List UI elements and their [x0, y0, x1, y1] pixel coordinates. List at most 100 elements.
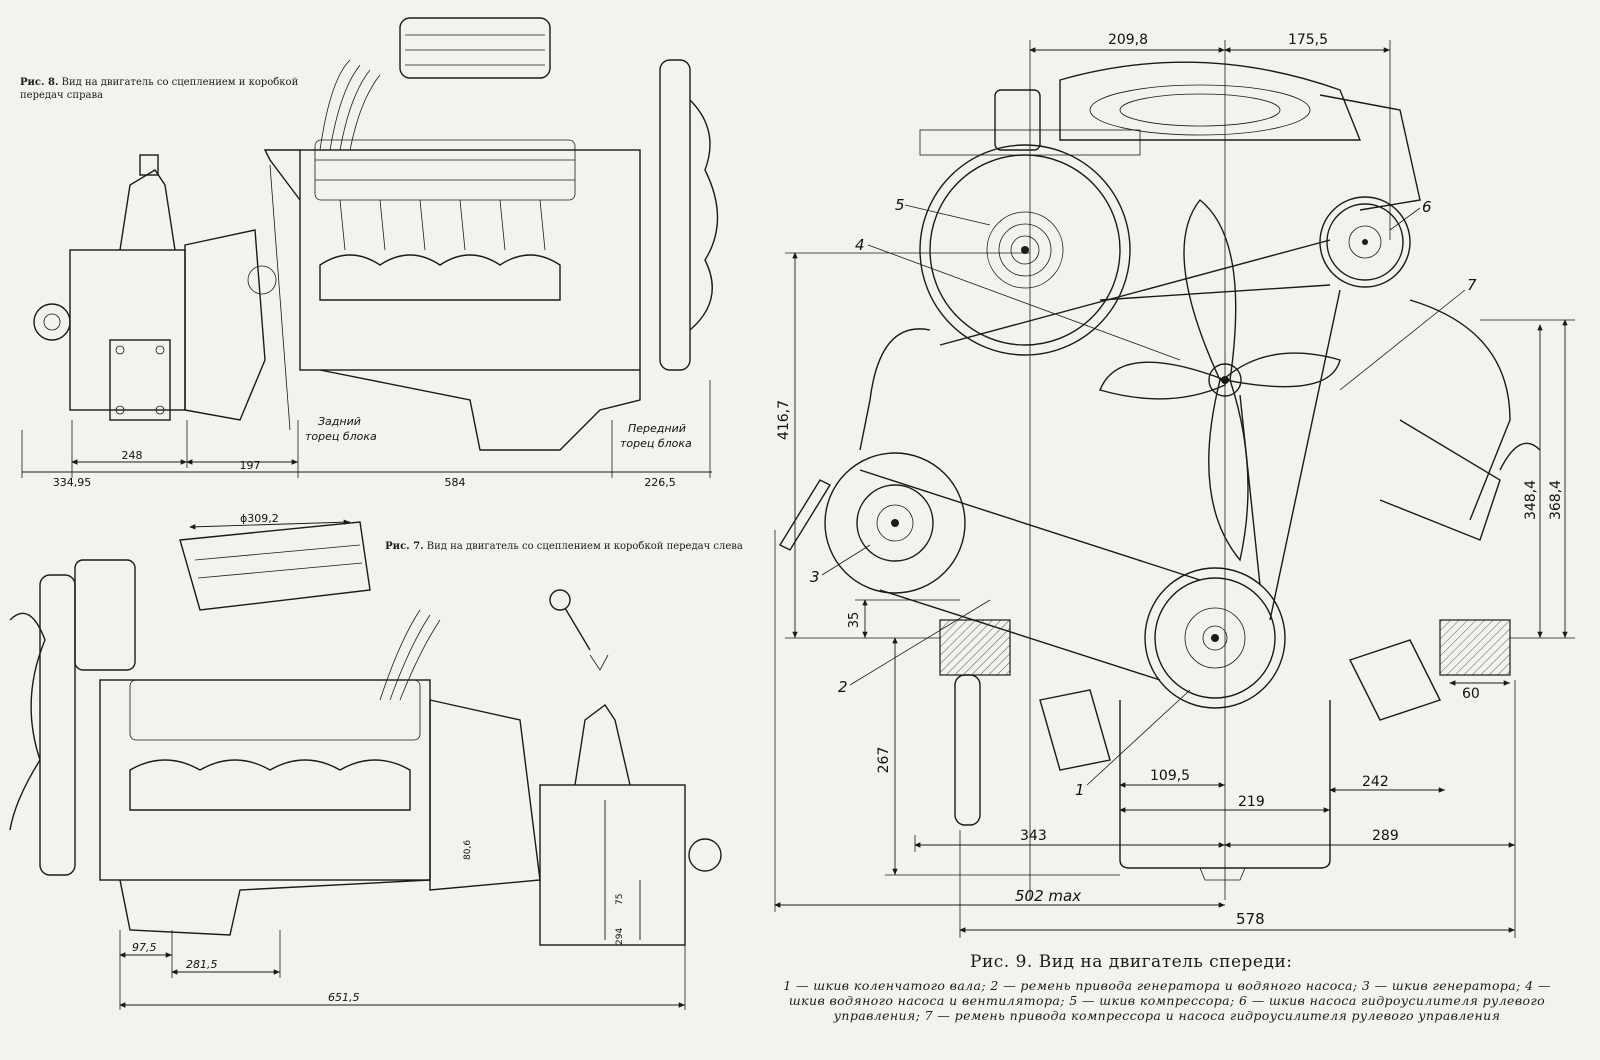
fig9-cylinder-head-right: [1409, 299, 1511, 521]
fig8-clutch-housing: [184, 229, 266, 421]
fig9-mount-left: [939, 619, 1011, 676]
fig8-caption: Рис. 8. Вид на двигатель со сцеплением и…: [20, 76, 310, 102]
fig8-fan-pulleys: [659, 59, 691, 371]
fig7-fan-pulleys: [39, 574, 76, 876]
fig7-engine-block: [99, 679, 431, 881]
fig7-dim-309: ϕ309,2: [240, 512, 279, 525]
fig7-dim-281: 281,5: [186, 958, 218, 971]
fig8-dim-584: 584: [445, 476, 466, 489]
fig7-shift-lever-boot: [574, 703, 631, 786]
fig7-exhaust-manifold: [129, 759, 411, 811]
fig9-engine-front-view: [779, 61, 1541, 881]
fig8-oil-pan: [319, 369, 641, 451]
fig9-hose-right: [1319, 94, 1421, 211]
fig7-gear-lever-knob: [549, 589, 571, 611]
fig8-dim-226: 226,5: [644, 476, 676, 489]
fig8-gearbox: [69, 249, 186, 411]
fig9-legend: 1 — шкив коленчатого вала; 2 — ремень пр…: [772, 978, 1562, 1023]
fig9-callout-7: 7: [1467, 276, 1477, 294]
legend-text-6: — шкив насоса гидроусилителя рулевого уп…: [833, 993, 1546, 1023]
fig9-dim-578: 578: [1236, 910, 1265, 928]
fig7-clutch-housing: [429, 699, 541, 891]
fig9-generator-strap: [779, 479, 831, 551]
fig7-output-flange: [688, 838, 722, 872]
fig8-engine-right-view: [33, 17, 719, 451]
fig7-dim-75: 75: [615, 894, 625, 905]
fig7-caption-text: Вид на двигатель со сцеплением и коробко…: [423, 541, 743, 552]
fig7-dim-80: 80,6: [463, 840, 473, 860]
fig8-fan-blade: [689, 99, 719, 331]
fig9-mount-right: [1439, 619, 1511, 676]
fig9-dim-35: 35: [847, 612, 862, 629]
fig8-caption-prefix: Рис. 8.: [20, 77, 59, 88]
legend-text-1: — шкив коленчатого вала;: [791, 978, 991, 993]
fig9-dim-175: 175,5: [1288, 32, 1328, 48]
fig7-oil-pan: [119, 879, 431, 936]
fig8-dim-197: 197: [240, 459, 261, 472]
fig8-dim-248: 248: [122, 449, 143, 462]
fig8-gearbox-cover: [109, 339, 171, 421]
fig9-generator-pulley: [856, 484, 934, 562]
legend-text-4: — шкив водяного насоса и вентилятора;: [788, 978, 1551, 1008]
legend-text-5: — шкив компрессора;: [1077, 993, 1239, 1008]
fig7-generator: [74, 559, 136, 671]
fig8-air-filter: [399, 17, 551, 79]
fig7-engine-left-view: [9, 521, 722, 946]
fig9-fan-blade-top: [1183, 199, 1237, 381]
fig8-label-rear-1: Задний: [318, 415, 361, 428]
legend-text-7: — ремень привода компрессора и насоса ги…: [933, 1008, 1501, 1023]
fig9-dim-267: 267: [876, 747, 892, 774]
fig9-belt-7: [939, 239, 1331, 346]
fig8-output-flange: [33, 303, 71, 341]
fig8-label-front-1: Передний: [628, 422, 686, 435]
fig9-generator-body: [824, 452, 966, 594]
fig7-dim-97: 97,5: [132, 941, 157, 954]
fig7-caption: Рис. 7. Вид на двигатель со сцеплением и…: [384, 540, 744, 553]
legend-num-3: 3: [1361, 978, 1371, 993]
fig8-caption-text: Вид на двигатель со сцеплением и коробко…: [20, 77, 299, 101]
fig7-dim-651: 651,5: [328, 991, 360, 1004]
fig8-exhaust-manifold: [319, 254, 561, 301]
fig9-cylinder-head-left: [859, 328, 931, 451]
fig7-dim-294: 294: [615, 928, 625, 945]
legend-num-5: 5: [1069, 993, 1078, 1008]
fig9-air-filter: [1059, 61, 1362, 141]
legend-num-6: 6: [1239, 993, 1248, 1008]
fig9-dim-416: 416,7: [776, 400, 792, 440]
fig9-dim-60: 60: [1462, 686, 1480, 702]
fig9-callout-3: 3: [810, 568, 820, 586]
fig9-callout-1: 1: [1075, 781, 1085, 799]
fig9-dimensions: 209,8 175,5 416,7 35 267 348,4 368,4 60 …: [774, 32, 1575, 938]
fig8-engine-block: [299, 149, 641, 371]
fig9-callouts: 5 4 6 7 3 2 1: [810, 196, 1477, 799]
legend-num-7: 7: [924, 1008, 934, 1023]
fig8-shift-lever-boot: [119, 169, 176, 251]
legend-num-2: 2: [990, 978, 999, 993]
fig9-dim-343: 343: [1020, 828, 1047, 844]
fig9-dim-109: 109,5: [1150, 768, 1190, 784]
fig9-compressor-head: [994, 89, 1041, 151]
fig7-fan-blade: [9, 612, 46, 831]
fig9-dim-242: 242: [1362, 774, 1389, 790]
fig9-dim-368: 368,4: [1548, 480, 1564, 520]
fig7-caption-prefix: Рис. 7.: [385, 541, 424, 552]
fig9-dim-219: 219: [1238, 794, 1265, 810]
fig9-callout-2: 2: [838, 678, 848, 696]
legend-text-3: — шкив генератора;: [1370, 978, 1526, 993]
legend-num-1: 1: [783, 978, 792, 993]
fig8-label-front-2: торец блока: [620, 437, 692, 450]
fig9-dim-502: 502 max: [1015, 887, 1081, 905]
fig8-dimensions: 248 334,95 197 584 226,5 Задний торец бл…: [21, 380, 712, 489]
fig9-fan-blade-bottom: [1208, 379, 1249, 562]
fig7-gearbox: [539, 784, 686, 946]
fig9-dim-289: 289: [1372, 828, 1399, 844]
fig7-dimensions: ϕ309,2 97,5 281,5 651,5 80,6 75 294: [119, 512, 686, 1010]
fig9-dim-348: 348,4: [1523, 480, 1539, 520]
fig9-caption-title: Рис. 9. Вид на двигатель спереди:: [970, 952, 1293, 972]
fig9-callout-6: 6: [1422, 198, 1432, 216]
fig9-callout-4: 4: [855, 236, 865, 254]
fig9-dim-209: 209,8: [1108, 32, 1148, 48]
legend-text-2: — ремень привода генератора и водяного н…: [998, 978, 1362, 993]
fig8-dim-334: 334,95: [53, 476, 92, 489]
